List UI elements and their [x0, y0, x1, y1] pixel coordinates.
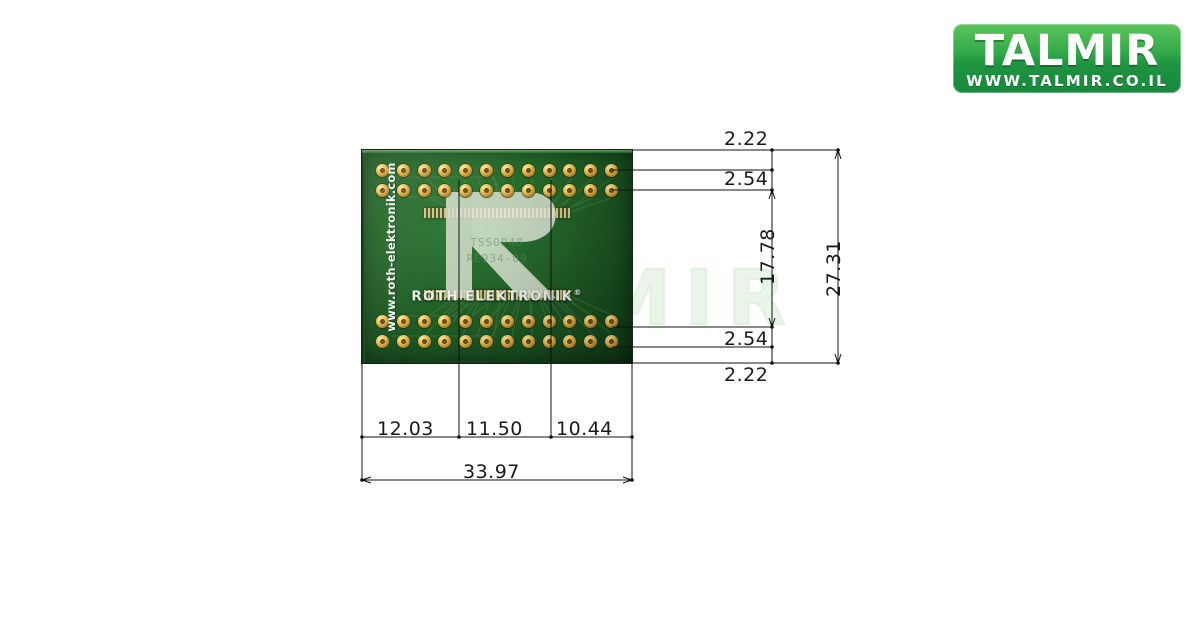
dim-overall-height: 27.31	[823, 240, 845, 297]
pad	[438, 335, 452, 348]
pad	[521, 184, 535, 197]
pad	[438, 315, 452, 328]
dim-left-segment: 12.03	[377, 418, 434, 440]
pad	[542, 315, 556, 328]
silkscreen-part-label: TSSOP48	[470, 236, 524, 249]
pad	[396, 164, 410, 177]
pad	[500, 164, 514, 177]
dim-right-segment: 10.44	[556, 418, 613, 440]
pad	[480, 184, 494, 197]
pad	[584, 164, 598, 177]
pcb-edge-top	[362, 150, 632, 153]
pad	[563, 315, 577, 328]
pad	[521, 335, 535, 348]
silkscreen-website: www.roth-elektronik.com	[384, 162, 398, 332]
pad	[376, 315, 389, 328]
pad-row-bottom-2	[376, 335, 618, 348]
pad	[480, 335, 494, 348]
pad	[480, 315, 494, 328]
pad-row-top-1	[376, 164, 618, 177]
pad	[396, 315, 410, 328]
pad	[584, 184, 598, 197]
pad	[417, 184, 431, 197]
dim-bottom-edge-offset: 2.22	[724, 364, 769, 386]
registered-mark-icon: ®	[573, 288, 583, 297]
dim-bottom-row-pitch: 2.54	[724, 328, 769, 350]
pad	[438, 164, 452, 177]
pad	[500, 335, 514, 348]
dim-middle-segment: 11.50	[466, 418, 523, 440]
pad	[542, 164, 556, 177]
talmir-logo[interactable]: TALMIR WWW.TALMIR.CO.IL	[953, 24, 1181, 93]
pad	[563, 184, 577, 197]
silkscreen-code-label: RE934-09	[466, 252, 528, 265]
roth-r-logo-icon	[446, 192, 556, 298]
pad	[521, 164, 535, 177]
pad	[459, 164, 473, 177]
talmir-logo-url: WWW.TALMIR.CO.IL	[966, 72, 1168, 90]
pad	[396, 184, 410, 197]
pad	[563, 164, 577, 177]
pad	[376, 164, 389, 177]
pad	[604, 164, 618, 177]
silkscreen-brand: ROTH ELEKTRONIK®	[362, 288, 632, 305]
dim-top-row-pitch: 2.54	[724, 168, 769, 190]
pcb-board: TSSOP48 RE934-09 www.roth-elektronik.com…	[362, 150, 632, 363]
talmir-logo-wordmark: TALMIR	[974, 26, 1160, 76]
pad	[417, 315, 431, 328]
pad	[604, 335, 618, 348]
pad	[376, 335, 389, 348]
pad	[542, 335, 556, 348]
pad	[376, 184, 389, 197]
pad	[500, 184, 514, 197]
dim-top-edge-offset: 2.22	[724, 128, 769, 150]
pad	[480, 164, 494, 177]
pad	[604, 184, 618, 197]
silkscreen-brand-text: ROTH ELEKTRONIK	[411, 288, 574, 305]
pad	[438, 184, 452, 197]
dim-overall-width: 33.97	[463, 461, 520, 483]
pad-row-top-2	[376, 184, 618, 197]
pad	[459, 315, 473, 328]
pad	[563, 335, 577, 348]
pad	[396, 335, 410, 348]
dim-inner-height: 17.78	[757, 228, 779, 285]
tssop-footprint-bottom	[424, 290, 570, 300]
pad	[542, 184, 556, 197]
pad	[604, 315, 618, 328]
pad	[584, 315, 598, 328]
pad	[459, 184, 473, 197]
pcb-edge-left	[362, 150, 365, 363]
pad	[417, 335, 431, 348]
pad	[459, 335, 473, 348]
pad	[500, 315, 514, 328]
pad	[521, 315, 535, 328]
pad	[584, 335, 598, 348]
pad	[417, 164, 431, 177]
pad-row-bottom-1	[376, 315, 618, 328]
